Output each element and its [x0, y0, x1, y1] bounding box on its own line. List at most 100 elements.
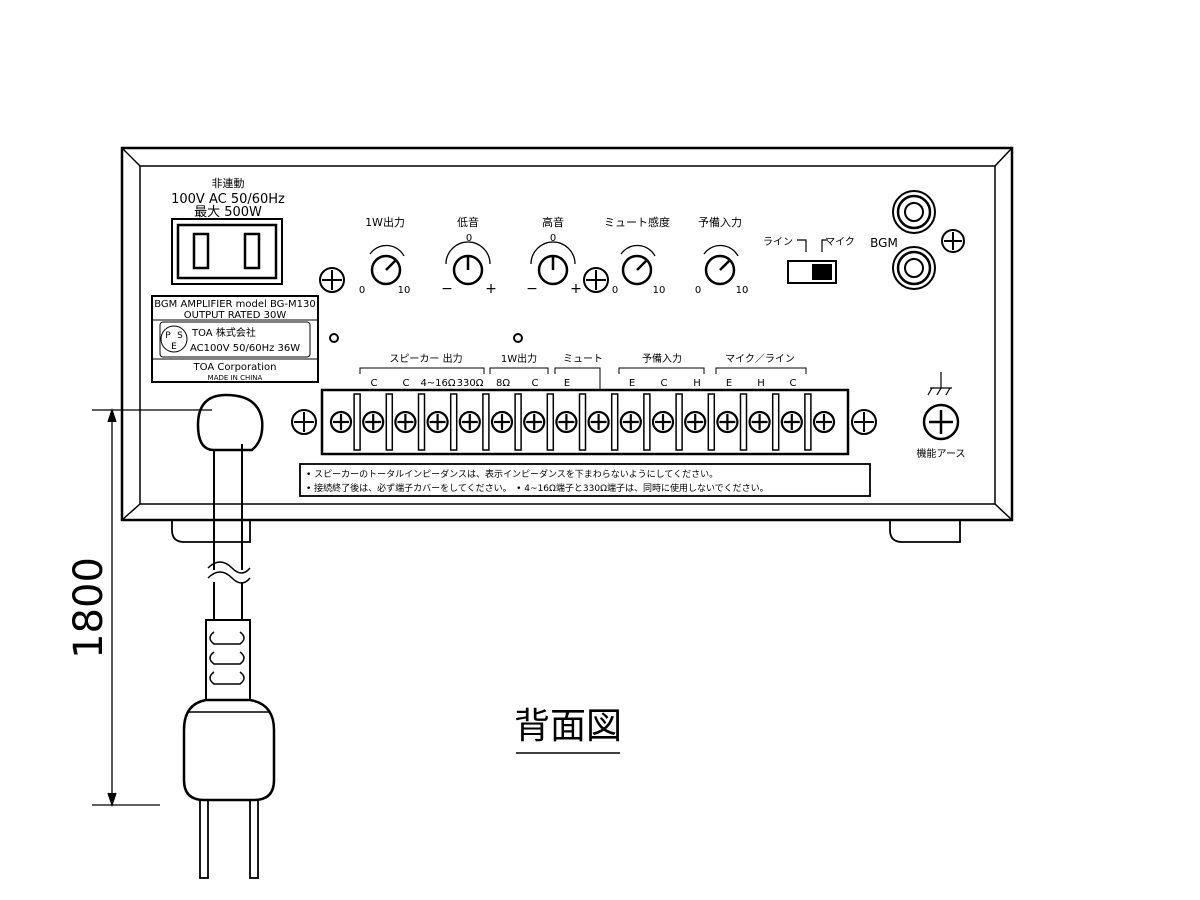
terminal-label: 4~16Ω	[420, 378, 455, 389]
knob-label-1w-output: 1W出力	[365, 215, 405, 229]
terminal-separator	[449, 393, 458, 451]
terminal-screw-icon[interactable]	[490, 410, 514, 434]
terminal-screw-icon[interactable]	[362, 410, 385, 434]
group-label-1w: 1W出力	[501, 352, 537, 365]
knob-bass[interactable]	[445, 241, 491, 286]
group-brackets	[359, 367, 807, 390]
terminal-label: E	[564, 378, 570, 389]
pse-letter-s: S	[177, 331, 183, 341]
nameplate-power: AC100V 50/60Hz 36W	[190, 343, 300, 354]
chassis-hole	[329, 333, 339, 343]
nameplate-corp: TOA Corporation	[193, 362, 277, 373]
terminal-end-screw-right	[851, 409, 877, 435]
knob-treble-minus: −	[526, 281, 538, 297]
pse-letter-e: E	[171, 342, 177, 352]
knob-mute-min: 0	[612, 285, 618, 296]
terminal-screw-icon[interactable]	[716, 410, 739, 434]
knob-treble[interactable]	[530, 241, 576, 286]
terminal-separator	[739, 393, 748, 451]
terminal-label: 8Ω	[496, 378, 510, 389]
terminal-screw-icon[interactable]	[394, 410, 417, 434]
terminal-block	[320, 388, 850, 456]
terminal-screw-icon[interactable]	[780, 410, 803, 434]
chassis-screw-icon	[319, 267, 345, 293]
ac-outlet	[171, 218, 283, 285]
ground-symbol-icon	[927, 372, 952, 396]
bgm-label: BGM	[870, 236, 898, 250]
view-title: 背面図	[514, 706, 622, 747]
terminal-screw-icon[interactable]	[458, 410, 481, 434]
terminal-separator	[578, 393, 587, 451]
group-label-speaker: スピーカー 出力	[389, 352, 462, 365]
chassis	[120, 146, 1014, 522]
pse-mark-icon	[160, 325, 188, 353]
rubber-foot-right	[889, 520, 961, 543]
terminal-label: C	[532, 378, 539, 389]
dimension-line	[92, 407, 212, 808]
terminal-screw-icon[interactable]	[812, 410, 836, 434]
group-label-aux: 予備入力	[642, 352, 682, 365]
terminal-screw-icon[interactable]	[523, 410, 546, 434]
knob-aux-min: 0	[695, 285, 701, 296]
terminal-screw-icon[interactable]	[651, 410, 675, 434]
terminal-screw-icon[interactable]	[426, 410, 449, 434]
knob-1w-max: 10	[398, 285, 411, 296]
ground-label: 機能アース	[917, 447, 966, 460]
nameplate-output: OUTPUT RATED 30W	[184, 310, 287, 321]
functional-ground-terminal[interactable]	[922, 403, 960, 441]
knob-label-bass: 低音	[457, 215, 479, 229]
pse-letter-p: P	[165, 331, 171, 341]
terminal-separator	[804, 393, 812, 451]
knob-mute-max: 10	[653, 285, 666, 296]
knob-label-aux: 予備入力	[698, 216, 742, 229]
terminal-separator	[675, 393, 683, 451]
bgm-jack-upper[interactable]	[892, 190, 936, 234]
switch-label-line: ライン	[763, 236, 793, 248]
chassis-screw-icon	[941, 229, 965, 253]
terminal-label: H	[693, 378, 701, 389]
terminal-label: H	[757, 378, 765, 389]
knob-mute-sensitivity[interactable]	[620, 244, 656, 286]
terminal-separator	[353, 393, 361, 451]
nameplate-maker: TOA 株式会社	[191, 326, 256, 339]
terminal-screw-icon[interactable]	[587, 410, 610, 434]
terminal-label: 330Ω	[457, 378, 484, 389]
knob-bass-plus: +	[485, 281, 497, 297]
group-label-mute: ミュート	[563, 354, 603, 365]
terminal-separator	[385, 393, 394, 451]
notice-line-1: • スピーカーのトータルインピーダンスは、表示インピーダンスを下まわらないように…	[306, 468, 718, 480]
nameplate	[151, 295, 319, 383]
knob-1w-min: 0	[359, 285, 365, 296]
switch-label-mic: マイク	[825, 236, 855, 248]
terminal-label: E	[629, 378, 635, 389]
terminal-label: C	[403, 378, 410, 389]
terminal-separator	[643, 393, 651, 451]
line-mic-switch[interactable]	[787, 260, 837, 284]
terminal-separator	[610, 393, 619, 451]
nameplate-origin: MADE IN CHINA	[208, 374, 263, 382]
terminal-screw-icon[interactable]	[748, 410, 771, 434]
knob-1w-output[interactable]	[369, 244, 405, 286]
notice-box	[299, 463, 871, 497]
terminal-separator	[417, 393, 426, 451]
knob-label-mute-sens: ミュート感度	[604, 215, 670, 229]
power-max: 最大 500W	[194, 205, 262, 220]
knob-label-treble: 高音	[542, 215, 564, 229]
terminal-screw-icon[interactable]	[684, 410, 707, 434]
terminal-label: C	[661, 378, 668, 389]
knob-aux-input[interactable]	[703, 244, 739, 286]
power-note: 非連動	[212, 176, 245, 190]
terminal-end-screw-left	[291, 409, 317, 435]
terminal-screws[interactable]	[329, 393, 836, 451]
terminal-separator	[771, 393, 780, 451]
terminal-label: C	[790, 378, 797, 389]
terminal-screw-icon[interactable]	[555, 410, 578, 434]
bgm-jack-lower[interactable]	[892, 246, 936, 290]
notice-line-2: • 接続終了後は、必ず端子カバーをしてください。 • 4~16Ω端子と330Ω端…	[306, 482, 769, 494]
cord-length-dimension: 1800	[66, 557, 112, 659]
switch-bracket-icon	[797, 239, 828, 252]
terminal-separator	[546, 393, 555, 451]
terminal-screw-icon[interactable]	[619, 410, 642, 434]
knob-aux-max: 10	[736, 285, 749, 296]
terminal-screw-icon[interactable]	[329, 410, 353, 434]
